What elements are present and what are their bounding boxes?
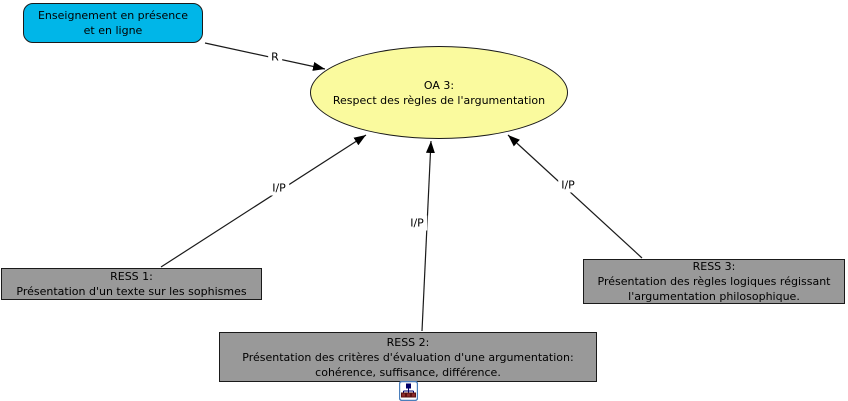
link-label-r[interactable]: R — [268, 49, 282, 65]
node-ress1-texte-sophismes[interactable]: RESS 1: Présentation d'un texte sur les … — [1, 268, 262, 300]
link-line-ip2 — [421, 140, 435, 332]
link-line-ip1 — [160, 134, 367, 268]
node-oa3-respect-regles-argumentation[interactable]: OA 3: Respect des règles de l'argumentat… — [310, 46, 568, 139]
link-label-ip-left[interactable]: I/P — [269, 180, 289, 196]
link-line-r — [204, 42, 326, 71]
node-enseignement-presence-ligne[interactable]: Enseignement en présence et en ligne — [23, 3, 203, 43]
hierarchy-icon[interactable] — [398, 380, 419, 401]
link-label-ip-right[interactable]: I/P — [558, 177, 578, 193]
link-label-ip-middle[interactable]: I/P — [407, 215, 427, 231]
link-line-ip3 — [507, 134, 643, 259]
node-ress2-criteres-evaluation[interactable]: RESS 2: Présentation des critères d'éval… — [219, 332, 597, 382]
node-ress3-regles-logiques[interactable]: RESS 3: Présentation des règles logiques… — [583, 259, 845, 304]
